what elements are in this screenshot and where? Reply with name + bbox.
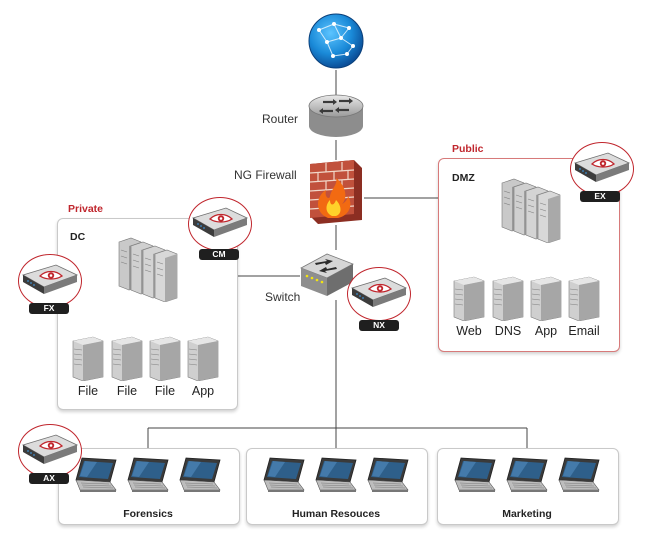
server-label-app: App — [534, 324, 558, 338]
ex-appliance-badge: EX — [580, 191, 620, 202]
nx-appliance-badge: NX — [359, 320, 399, 331]
server-label-web: Web — [456, 324, 482, 338]
server-label-dns: DNS — [494, 324, 522, 338]
server-label-email: Email — [568, 324, 600, 338]
firewall-icon — [309, 160, 362, 224]
ax-appliance-icon — [18, 424, 82, 478]
server-label-file: File — [77, 384, 99, 398]
fx-appliance-icon — [18, 254, 82, 308]
dns-server-icon — [491, 275, 525, 321]
switch-label: Switch — [265, 290, 301, 304]
laptop-icon — [174, 456, 224, 496]
dmz-server-rack-icon — [501, 178, 561, 243]
firewall-label: NG Firewall — [234, 168, 297, 182]
fx-appliance-badge: FX — [29, 303, 69, 314]
app-server-icon — [529, 275, 563, 321]
laptop-icon — [449, 456, 499, 496]
app-server-icon — [186, 335, 220, 381]
email-server-icon — [567, 275, 601, 321]
cm-appliance-badge: CM — [199, 249, 239, 260]
server-label-app: App — [191, 384, 215, 398]
server-label-file: File — [116, 384, 138, 398]
globe-icon — [308, 13, 364, 69]
dc-server-rack-icon — [118, 237, 178, 302]
file-server-icon — [110, 335, 144, 381]
nx-appliance-icon — [347, 267, 411, 321]
dmz-title: DMZ — [452, 172, 475, 184]
laptop-icon — [501, 456, 551, 496]
router-icon — [308, 94, 364, 137]
ex-appliance-icon — [570, 142, 634, 196]
server-label-file: File — [154, 384, 176, 398]
switch-icon — [300, 253, 354, 296]
group-label-forensics: Forensics — [123, 508, 173, 520]
laptop-icon — [553, 456, 603, 496]
web-server-icon — [452, 275, 486, 321]
laptop-icon — [122, 456, 172, 496]
router-label: Router — [262, 112, 299, 126]
cm-appliance-icon — [188, 197, 252, 251]
private-section-label: Private — [68, 203, 104, 215]
laptop-icon — [310, 456, 360, 496]
file-server-icon — [71, 335, 105, 381]
group-label-marketing: Marketing — [502, 508, 552, 520]
public-section-label: Public — [452, 143, 484, 155]
ax-appliance-badge: AX — [29, 473, 69, 484]
laptop-icon — [258, 456, 308, 496]
file-server-icon — [148, 335, 182, 381]
group-label-human-resources: Human Resouces — [291, 508, 381, 520]
laptop-icon — [362, 456, 412, 496]
dc-title: DC — [70, 231, 86, 243]
